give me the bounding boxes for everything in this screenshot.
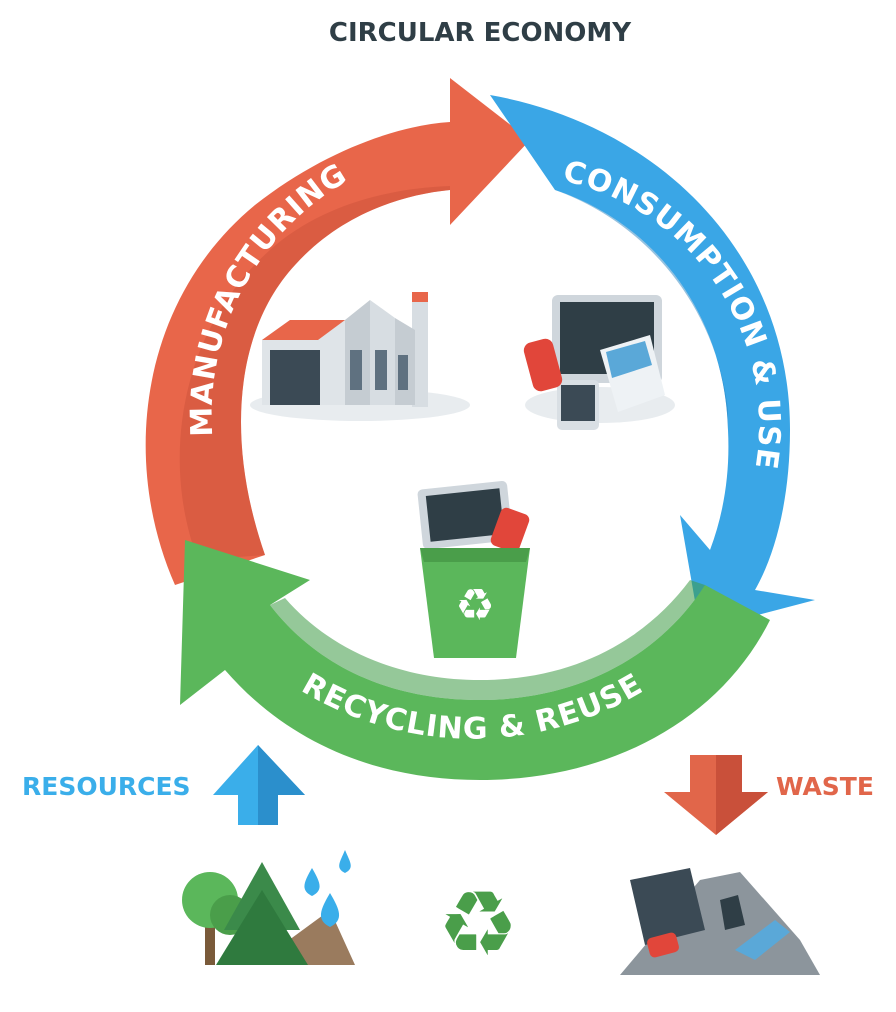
resources-up-arrow-icon (213, 745, 305, 825)
waste-down-arrow-icon (664, 755, 768, 835)
svg-text:♻: ♻ (438, 872, 519, 977)
trees-icon (182, 850, 355, 965)
manufacturing-arrow (145, 78, 530, 585)
recycle-bin-icon: ♻ (417, 480, 530, 658)
diagram-title: CIRCULAR ECONOMY (329, 18, 632, 48)
recycling-arrow (180, 540, 770, 780)
consumption-arrow (490, 95, 815, 630)
recycle-symbol-icon: ♻ (438, 872, 519, 977)
svg-text:♻: ♻ (455, 580, 494, 631)
waste-label: WASTE (776, 772, 874, 801)
waste-pile-icon (620, 868, 820, 975)
resources-label: RESOURCES (22, 772, 191, 801)
factory-icon (250, 292, 470, 421)
devices-icon (523, 295, 675, 430)
